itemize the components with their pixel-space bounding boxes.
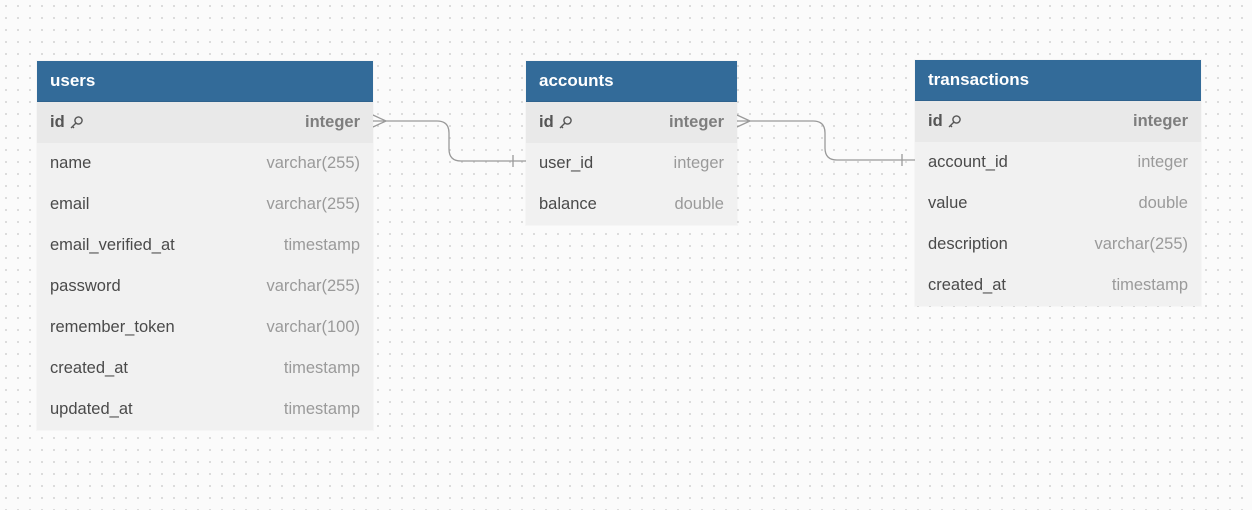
column-type: timestamp	[283, 359, 360, 377]
table-row[interactable]: id integer	[915, 101, 1201, 142]
table-row[interactable]: created_at timestamp	[915, 265, 1201, 306]
table-transactions[interactable]: transactions id integer account_id intege…	[915, 60, 1201, 306]
table-row[interactable]: password varchar(255)	[37, 266, 373, 307]
table-row[interactable]: email varchar(255)	[37, 184, 373, 225]
table-row[interactable]: name varchar(255)	[37, 143, 373, 184]
crowfoot-users-id	[372, 114, 387, 128]
column-name: value	[928, 194, 968, 212]
column-name: remember_token	[50, 318, 175, 336]
column-name: created_at	[50, 359, 128, 377]
table-row[interactable]: id integer	[526, 102, 737, 143]
key-icon	[947, 114, 962, 129]
column-type: varchar(255)	[266, 154, 360, 172]
table-row[interactable]: updated_at timestamp	[37, 389, 373, 430]
column-type: integer	[304, 113, 360, 131]
column-type: integer	[1132, 112, 1188, 130]
column-name: name	[50, 154, 92, 172]
column-name: email_verified_at	[50, 236, 175, 254]
relation-users-accounts	[373, 120, 526, 162]
table-row[interactable]: description varchar(255)	[915, 224, 1201, 265]
relation-accounts-transactions	[737, 120, 915, 161]
column-type: timestamp	[1111, 276, 1188, 294]
table-users[interactable]: users id integer name varchar(255) email v…	[37, 61, 373, 430]
column-name: description	[928, 235, 1008, 253]
column-type: double	[1138, 194, 1188, 212]
column-name: updated_at	[50, 400, 133, 418]
column-type: varchar(255)	[266, 195, 360, 213]
column-name: account_id	[928, 153, 1008, 171]
table-header[interactable]: transactions	[915, 60, 1201, 101]
table-row[interactable]: balance double	[526, 184, 737, 225]
column-name: id	[539, 113, 554, 131]
column-type: integer	[668, 113, 724, 131]
column-type: varchar(100)	[266, 318, 360, 336]
column-name: password	[50, 277, 121, 295]
table-header[interactable]: accounts	[526, 61, 737, 102]
table-row[interactable]: email_verified_at timestamp	[37, 225, 373, 266]
column-name: balance	[539, 195, 597, 213]
table-row[interactable]: user_id integer	[526, 143, 737, 184]
column-type: integer	[673, 154, 724, 172]
table-row[interactable]: value double	[915, 183, 1201, 224]
table-header[interactable]: users	[37, 61, 373, 102]
table-row[interactable]: created_at timestamp	[37, 348, 373, 389]
column-type: varchar(255)	[1094, 235, 1188, 253]
table-row[interactable]: remember_token varchar(100)	[37, 307, 373, 348]
column-type: timestamp	[283, 236, 360, 254]
column-name: email	[50, 195, 90, 213]
table-row[interactable]: account_id integer	[915, 142, 1201, 183]
table-row[interactable]: id integer	[37, 102, 373, 143]
column-type: integer	[1137, 153, 1188, 171]
column-name: id	[928, 112, 943, 130]
column-name: id	[50, 113, 65, 131]
column-type: varchar(255)	[266, 277, 360, 295]
column-name: created_at	[928, 276, 1006, 294]
column-name: user_id	[539, 154, 594, 172]
column-type: timestamp	[283, 400, 360, 418]
column-type: double	[674, 195, 724, 213]
key-icon	[69, 115, 84, 130]
table-accounts[interactable]: accounts id integer user_id integer balan…	[526, 61, 737, 225]
key-icon	[558, 115, 573, 130]
crowfoot-accounts-id	[736, 114, 751, 128]
